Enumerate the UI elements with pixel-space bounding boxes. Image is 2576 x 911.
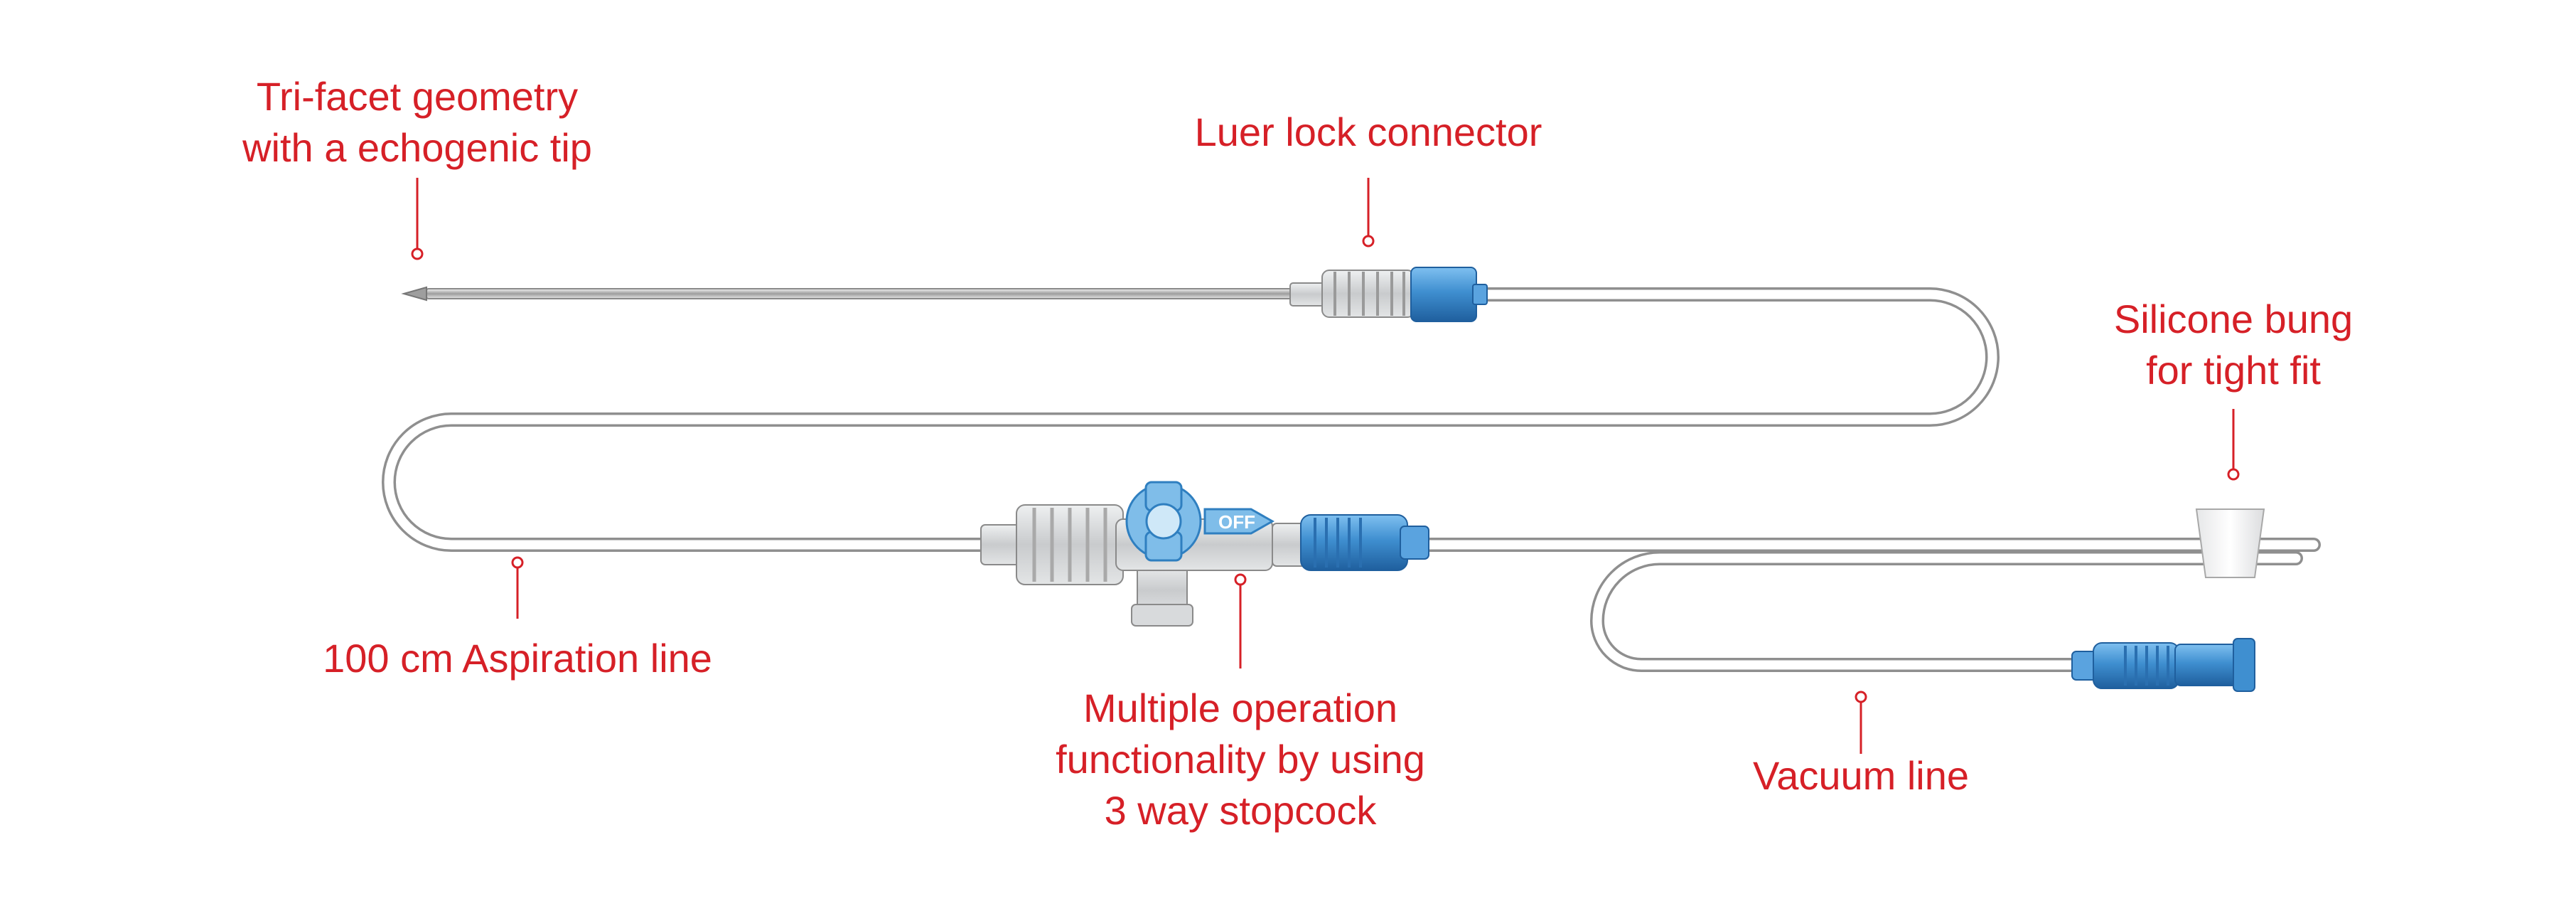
silicone-bung [2195, 508, 2265, 578]
callout-pointers [411, 178, 2240, 754]
callout-dot-vacuum-line [1855, 691, 1867, 703]
label-needle-tip: Tri-facet geometry with a echogenic tip [242, 74, 592, 170]
stopcock-assembly: OFF [980, 481, 1429, 627]
luer-lock-connector [1289, 267, 1488, 322]
callout-dot-luer-lock [1362, 235, 1375, 247]
needle-tip [401, 286, 427, 302]
label-vacuum-line: Vacuum line [1752, 753, 1970, 798]
stopcock-off-marking: OFF [1218, 511, 1255, 533]
label-silicone-bung: Silicone bung for tight fit [2113, 297, 2354, 393]
callout-dot-stopcock [1234, 573, 1247, 586]
aspiration-line-tubing [382, 287, 2321, 552]
callout-dot-aspiration-line [511, 556, 524, 569]
callout-dot-needle-tip [411, 247, 424, 260]
vacuum-connector [2071, 638, 2255, 692]
label-stopcock: Multiple operation functionality by usin… [1056, 686, 1425, 833]
needle [401, 286, 1302, 302]
label-luer-lock-connector: Luer lock connector [1194, 110, 1542, 154]
label-aspiration-line: 100 cm Aspiration line [323, 636, 712, 681]
stopcock-blue-luer [1300, 514, 1408, 571]
luer-lock-blue-cap [1410, 267, 1477, 322]
callout-dot-silicone-bung [2227, 468, 2240, 481]
vacuum-line-tubing [1589, 551, 2303, 672]
stopcock-handle: OFF [1125, 481, 1275, 562]
